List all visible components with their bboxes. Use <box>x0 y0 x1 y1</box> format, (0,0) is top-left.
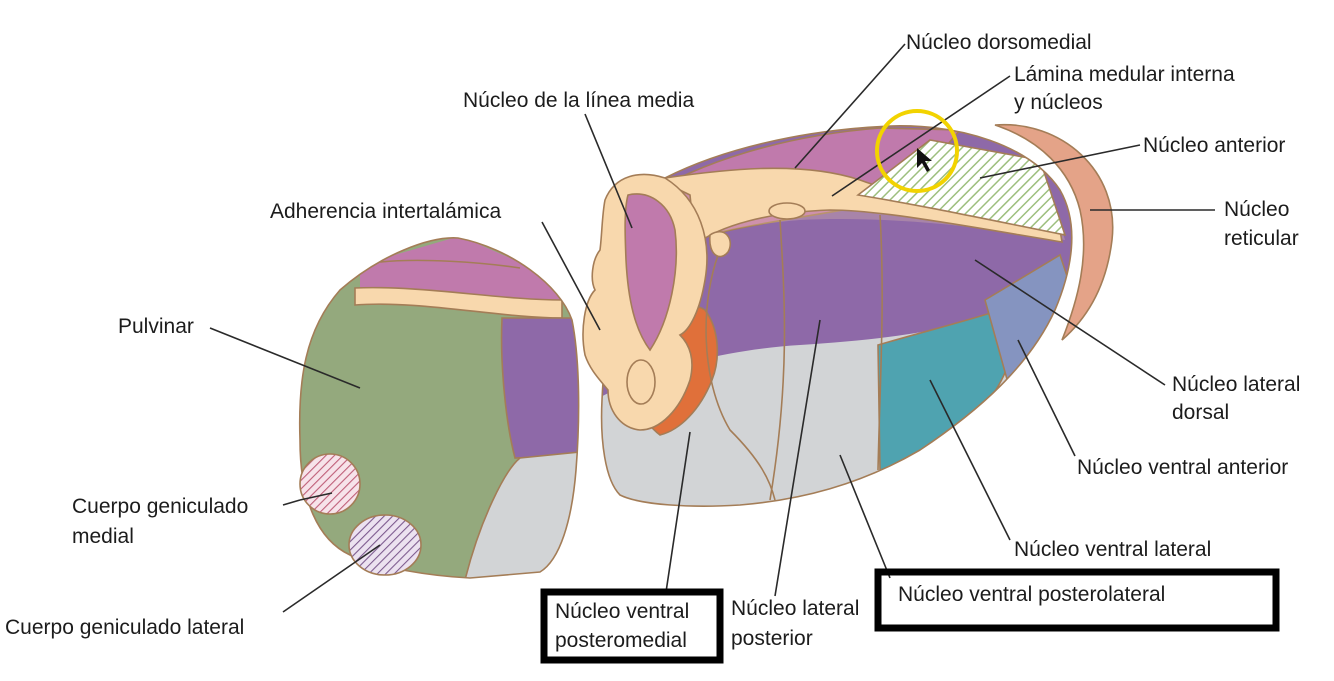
highlight-box-vpm <box>540 588 724 664</box>
labels: Núcleo dorsomedial Lámina medular intern… <box>5 31 1300 652</box>
label-nucleo-vpm-line1: Núcleo ventral <box>555 600 689 623</box>
label-cuerpo-geniculado-medial-line1: Cuerpo geniculado <box>72 495 248 518</box>
lateral-geniculate-body <box>348 514 422 576</box>
label-nucleo-anterior: Núcleo anterior <box>1143 134 1285 157</box>
label-nucleo-lateral-dorsal-line2: dorsal <box>1172 401 1229 424</box>
label-nucleo-vpl: Núcleo ventral posterolateral <box>898 583 1165 606</box>
label-cuerpo-geniculado-medial-line2: medial <box>72 525 134 548</box>
label-nucleo-lateral-dorsal-line1: Núcleo lateral <box>1172 373 1300 396</box>
label-cuerpo-geniculado-lateral: Cuerpo geniculado lateral <box>5 616 244 639</box>
pulvinar-block <box>298 237 580 579</box>
label-nucleo-reticular-line1: Núcleo <box>1224 198 1289 221</box>
leader-lines <box>209 43 1215 613</box>
label-lamina-medular-line1: Lámina medular interna <box>1014 63 1235 86</box>
lamina-nucleus <box>768 202 806 220</box>
label-nucleo-ventral-anterior: Núcleo ventral anterior <box>1077 456 1288 479</box>
label-nucleo-ventral-lateral: Núcleo ventral lateral <box>1014 538 1211 561</box>
reticular-nucleus-shape <box>994 123 1114 341</box>
cursor-highlight-ring <box>875 109 959 193</box>
label-nucleo-reticular-line2: reticular <box>1224 227 1299 250</box>
label-nucleo-dorsomedial: Núcleo dorsomedial <box>906 31 1092 54</box>
highlight-box-vpl <box>874 568 1280 632</box>
label-nucleo-vpm-line2: posteromedial <box>555 629 687 652</box>
label-nucleo-lateral-posterior-line1: Núcleo lateral <box>731 597 859 620</box>
mouse-cursor-icon <box>917 148 932 172</box>
medial-geniculate-body <box>299 453 361 515</box>
label-adherencia-intertalamica: Adherencia intertalámica <box>270 200 501 223</box>
label-nucleo-linea-media: Núcleo de la línea media <box>463 89 694 112</box>
label-lamina-medular-line2: y núcleos <box>1014 91 1103 114</box>
interthalamic-adhesion <box>582 173 732 431</box>
label-nucleo-lateral-posterior-line2: posterior <box>731 627 813 650</box>
label-pulvinar: Pulvinar <box>118 315 194 338</box>
